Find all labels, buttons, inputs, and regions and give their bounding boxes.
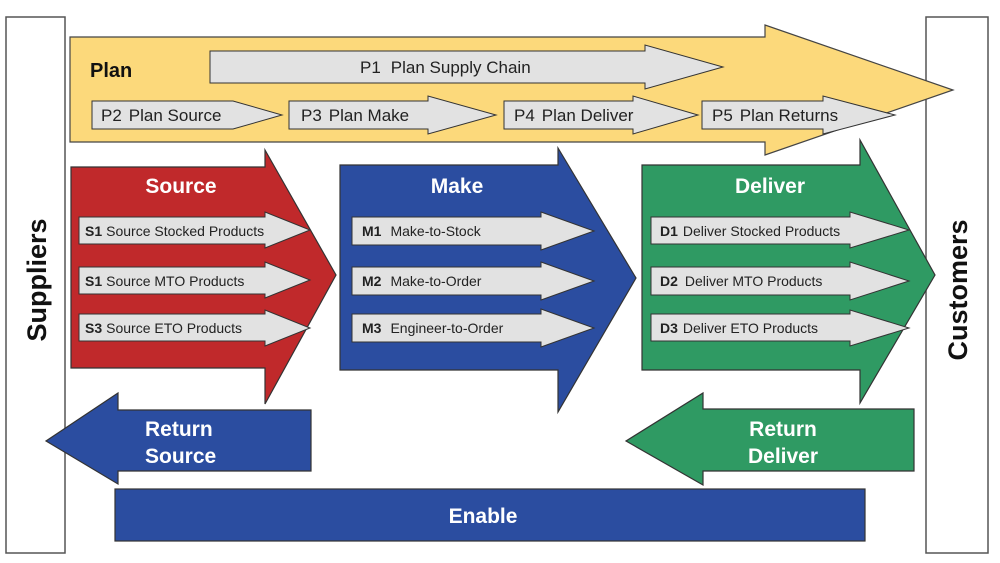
enable-label: Enable — [449, 505, 518, 528]
customers-box: Customers — [925, 16, 989, 554]
deliver-title: Deliver — [735, 175, 805, 198]
plan-item-p1: P1 Plan Supply Chain — [209, 44, 725, 90]
return-source-arrow: Return Source — [44, 391, 312, 486]
plan-title: Plan — [90, 60, 132, 82]
plan-item-p1-label: Plan Supply Chain — [391, 58, 531, 77]
plan-arrow-shape — [69, 24, 955, 156]
customers-label: Customers — [943, 219, 973, 360]
make-title: Make — [431, 175, 484, 198]
suppliers-box: Suppliers — [5, 16, 66, 554]
return-deliver-arrow: Return Deliver — [624, 391, 915, 487]
return-deliver-line1: Return — [749, 418, 817, 441]
plan-item-p1-code: P1 — [360, 58, 381, 77]
return-deliver-line2: Deliver — [748, 445, 818, 468]
enable-bar: Enable — [114, 488, 866, 542]
suppliers-label: Suppliers — [22, 218, 52, 341]
return-source-line1: Return — [145, 418, 213, 441]
return-source-line2: Source — [145, 445, 216, 468]
source-title: Source — [145, 175, 216, 198]
